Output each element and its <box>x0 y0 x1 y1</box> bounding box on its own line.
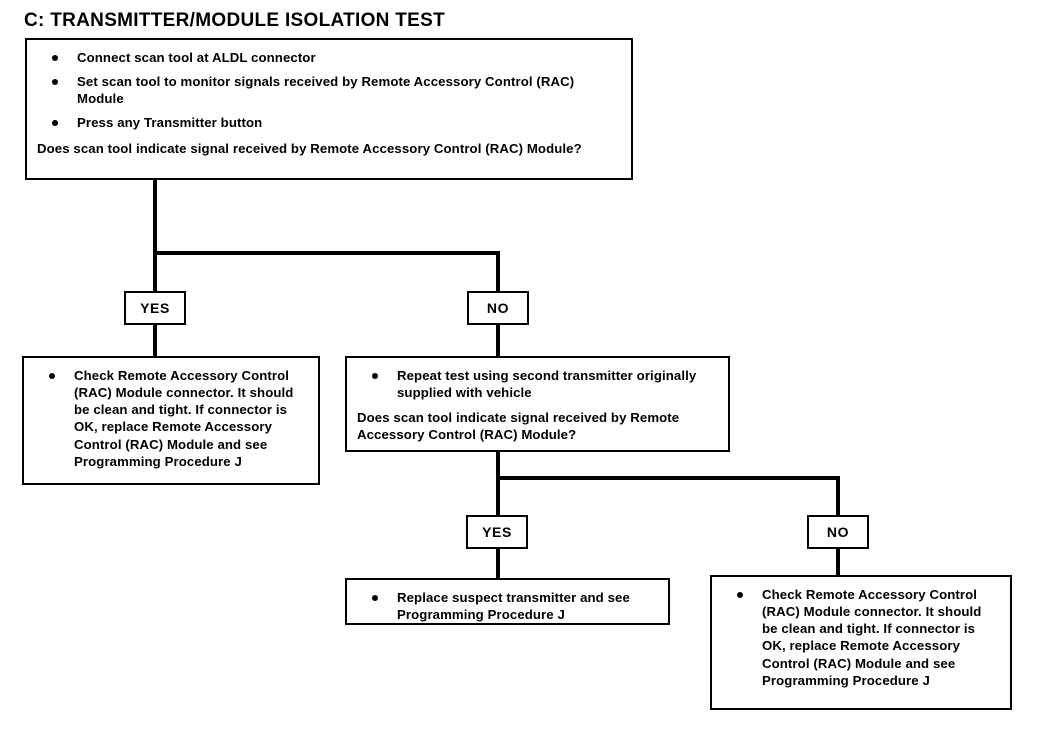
branch2-yes-box[interactable]: YES <box>466 515 528 549</box>
list-item: Press any Transmitter button <box>37 114 621 131</box>
yes-result-box: Check Remote Accessory Control (RAC) Mod… <box>22 356 320 485</box>
branch1-no-box[interactable]: NO <box>467 291 529 325</box>
no-result2-bullet-list: Check Remote Accessory Control (RAC) Mod… <box>722 586 1000 689</box>
connector-branch1-yes-down <box>153 251 157 293</box>
branch1-yes-box[interactable]: YES <box>124 291 186 325</box>
step2-bullet-list: Repeat test using second transmitter ori… <box>357 367 718 401</box>
no-result2-content: Check Remote Accessory Control (RAC) Mod… <box>712 577 1010 695</box>
step1-content: Connect scan tool at ALDL connector Set … <box>27 40 631 163</box>
list-item: Repeat test using second transmitter ori… <box>357 367 718 401</box>
connector-yes1-to-result <box>153 323 157 358</box>
page-title: C: TRANSMITTER/MODULE ISOLATION TEST <box>24 10 446 31</box>
yes-result2-box: Replace suspect transmitter and see Prog… <box>345 578 670 625</box>
no-result2-box: Check Remote Accessory Control (RAC) Mod… <box>710 575 1012 710</box>
step2-content: Repeat test using second transmitter ori… <box>347 358 728 450</box>
connector-step1-down <box>153 180 157 255</box>
connector-step2-down <box>496 452 500 517</box>
step1-box: Connect scan tool at ALDL connector Set … <box>25 38 633 180</box>
list-item: Replace suspect transmitter and see Prog… <box>357 589 658 623</box>
yes-result2-bullet-list: Replace suspect transmitter and see Prog… <box>357 589 658 623</box>
branch1-yes-label: YES <box>140 300 170 316</box>
connector-branch2-no-down <box>836 476 840 517</box>
connector-branch1-no-down <box>496 251 500 293</box>
connector-branch2-bus <box>496 476 840 480</box>
branch1-no-label: NO <box>486 300 510 316</box>
list-item: Connect scan tool at ALDL connector <box>37 49 621 66</box>
list-item: Set scan tool to monitor signals receive… <box>37 73 621 107</box>
branch2-yes-label: YES <box>482 524 512 540</box>
step2-question: Does scan tool indicate signal received … <box>357 410 680 443</box>
branch2-no-label: NO <box>826 524 850 540</box>
connector-no2-to-result <box>836 547 840 577</box>
connector-branch1-bus <box>153 251 500 255</box>
step2-box: Repeat test using second transmitter ori… <box>345 356 730 452</box>
yes-result-bullet-list: Check Remote Accessory Control (RAC) Mod… <box>34 367 308 470</box>
step1-question: Does scan tool indicate signal received … <box>37 140 582 156</box>
connector-no1-to-step2 <box>496 323 500 358</box>
step1-bullet-list: Connect scan tool at ALDL connector Set … <box>37 49 621 132</box>
branch2-no-box[interactable]: NO <box>807 515 869 549</box>
list-item: Check Remote Accessory Control (RAC) Mod… <box>34 367 308 470</box>
connector-yes2-to-result <box>496 547 500 580</box>
yes-result-content: Check Remote Accessory Control (RAC) Mod… <box>24 358 318 476</box>
yes-result2-content: Replace suspect transmitter and see Prog… <box>347 580 668 629</box>
list-item: Check Remote Accessory Control (RAC) Mod… <box>722 586 1000 689</box>
